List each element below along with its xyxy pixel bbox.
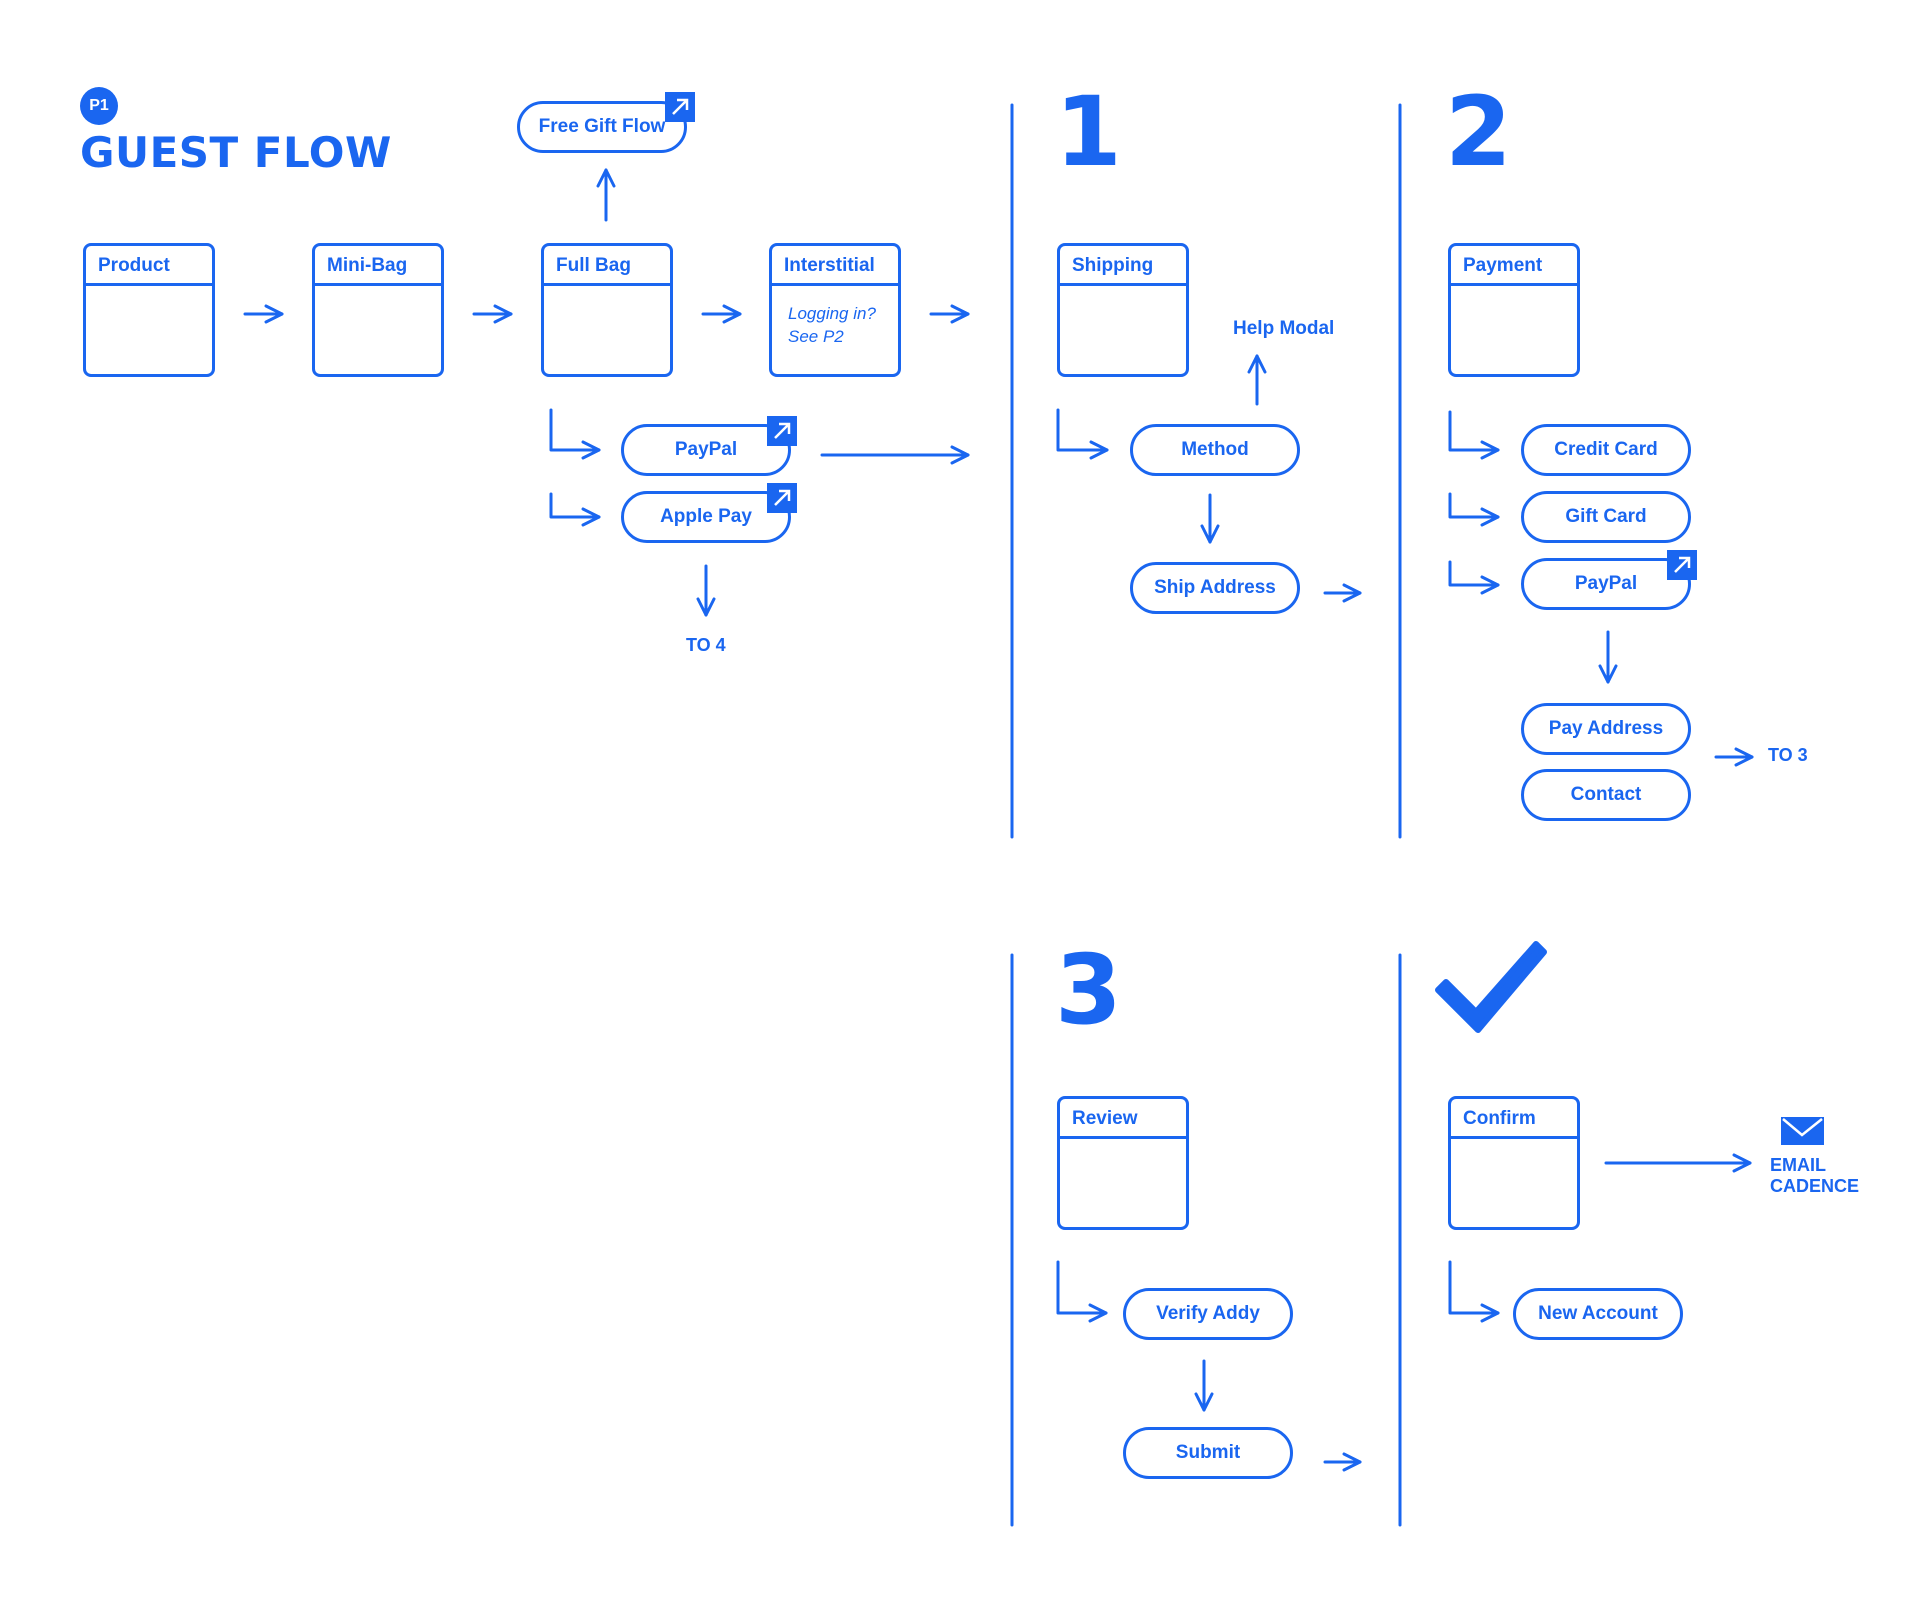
help-modal-label[interactable]: Help Modal — [1233, 318, 1335, 339]
to-4-label: TO 4 — [686, 635, 726, 655]
arrow-payment-to-creditcard — [1448, 410, 1500, 460]
screen-review[interactable]: Review — [1057, 1096, 1189, 1230]
screen-confirm[interactable]: Confirm — [1448, 1096, 1580, 1230]
screen-mini-bag[interactable]: Mini-Bag — [312, 243, 444, 377]
screen-product-title: Product — [86, 246, 212, 286]
screen-review-title: Review — [1060, 1099, 1186, 1139]
email-cadence-line-1: EMAIL — [1770, 1155, 1826, 1175]
page-badge-label: P1 — [89, 97, 109, 114]
screen-full-bag-title: Full Bag — [544, 246, 670, 286]
stage-number-3: 3 — [1055, 934, 1122, 1046]
interstitial-note-line-1: Logging in? — [788, 304, 876, 323]
email-cadence-line-2: CADENCE — [1770, 1176, 1860, 1196]
checkmark-icon — [1435, 941, 1547, 1033]
credit-card-pill[interactable]: Credit Card — [1521, 424, 1691, 476]
page-badge: P1 — [80, 87, 118, 125]
screen-confirm-title: Confirm — [1451, 1099, 1577, 1139]
screen-shipping[interactable]: Shipping — [1057, 243, 1189, 377]
screen-interstitial[interactable]: Interstitial Logging in? See P2 — [769, 243, 901, 377]
verify-addy-pill[interactable]: Verify Addy — [1123, 1288, 1293, 1340]
gift-card-pill[interactable]: Gift Card — [1521, 491, 1691, 543]
screen-mini-bag-title: Mini-Bag — [315, 246, 441, 286]
ship-address-pill[interactable]: Ship Address — [1130, 562, 1300, 614]
page-title: GUEST FLOW — [80, 128, 392, 177]
arrow-payment-to-paypal — [1448, 560, 1500, 595]
new-account-pill[interactable]: New Account — [1513, 1288, 1683, 1340]
screen-interstitial-title: Interstitial — [772, 246, 898, 286]
screen-full-bag[interactable]: Full Bag — [541, 243, 673, 377]
interstitial-note: Logging in? See P2 — [788, 302, 876, 348]
external-link-icon — [767, 416, 797, 446]
paypal-payment-pill[interactable]: PayPal — [1521, 558, 1691, 610]
stage-number-1: 1 — [1055, 76, 1122, 188]
stage-number-2: 2 — [1445, 76, 1512, 188]
envelope-icon — [1781, 1117, 1824, 1145]
external-link-icon — [665, 92, 695, 122]
screen-payment[interactable]: Payment — [1448, 243, 1580, 377]
paypal-bag-pill[interactable]: PayPal — [621, 424, 791, 476]
screen-product[interactable]: Product — [83, 243, 215, 377]
arrow-review-to-verify — [1056, 1260, 1108, 1323]
interstitial-note-line-2: See P2 — [788, 327, 844, 346]
apple-pay-pill[interactable]: Apple Pay — [621, 491, 791, 543]
method-pill[interactable]: Method — [1130, 424, 1300, 476]
arrow-confirm-to-newaccount — [1448, 1260, 1500, 1323]
external-link-icon — [1667, 550, 1697, 580]
external-link-icon — [767, 483, 797, 513]
arrow-shipping-to-method — [1056, 408, 1109, 460]
contact-pill[interactable]: Contact — [1521, 769, 1691, 821]
pay-address-pill[interactable]: Pay Address — [1521, 703, 1691, 755]
to-3-label: TO 3 — [1768, 745, 1808, 765]
email-cadence-label: EMAIL CADENCE — [1770, 1155, 1859, 1197]
arrow-payment-to-giftcard — [1448, 492, 1500, 527]
free-gift-flow-pill[interactable]: Free Gift Flow — [517, 101, 687, 153]
screen-payment-title: Payment — [1451, 246, 1577, 286]
arrow-fullbag-to-paypal — [549, 408, 601, 460]
arrow-fullbag-to-applepay — [549, 492, 601, 527]
submit-pill[interactable]: Submit — [1123, 1427, 1293, 1479]
screen-shipping-title: Shipping — [1060, 246, 1186, 286]
